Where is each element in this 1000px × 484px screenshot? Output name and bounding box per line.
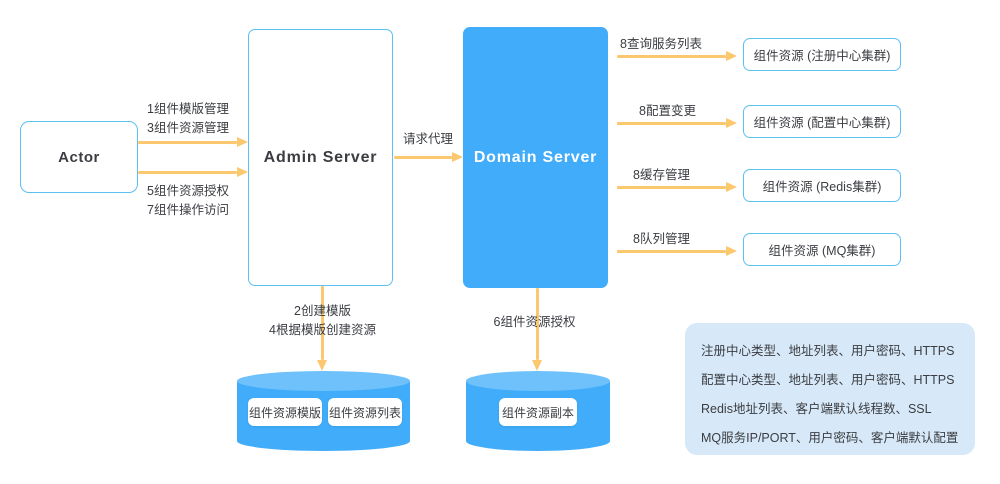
resource-box-config-cluster[interactable]: 组件资源 (配置中心集群)	[743, 105, 901, 138]
edge-label-admin-to-domain: 请求代理	[402, 132, 453, 146]
arrow-admin-to-database	[317, 286, 328, 371]
arrow-shaft	[320, 286, 324, 360]
info-line-mq: MQ服务IP/PORT、用户密码、客户端默认配置	[701, 431, 959, 445]
edge-label-admin-to-database: 2创建模版 4根据模版创建资源	[240, 302, 405, 340]
edge-label-query-service-list: 8查询服务列表	[620, 37, 702, 51]
edge-label-actor-admin-bottom: 5组件资源授权 7组件操作访问	[132, 182, 244, 220]
node-admin-server-label: Admin Server	[263, 148, 378, 166]
edge-label-line-1: 1组件模版管理	[147, 102, 229, 116]
resource-box-mq-cluster[interactable]: 组件资源 (MQ集群)	[743, 233, 901, 266]
resource-box-label: 组件资源 (Redis集群)	[762, 180, 882, 194]
arrow-head	[237, 137, 248, 147]
arrow-head	[726, 182, 737, 192]
resource-box-label: 组件资源 (注册中心集群)	[753, 49, 891, 63]
arrow-head	[317, 360, 327, 371]
cylinder-top	[237, 371, 410, 391]
arrow-shaft	[617, 185, 726, 189]
node-domain-server-label: Domain Server	[473, 148, 598, 166]
info-line-registry: 注册中心类型、地址列表、用户密码、HTTPS	[701, 344, 955, 358]
resource-box-registry-cluster[interactable]: 组件资源 (注册中心集群)	[743, 38, 901, 71]
info-line-config: 配置中心类型、地址列表、用户密码、HTTPS	[701, 373, 955, 387]
resource-box-label: 组件资源 (MQ集群)	[768, 244, 876, 258]
arrow-to-redis-resource	[617, 182, 737, 192]
db-chip-label: 组件资源列表	[328, 405, 401, 420]
node-actor-label: Actor	[58, 148, 100, 166]
database-domain-resource-replica[interactable]: 组件资源副本	[466, 371, 610, 451]
arrow-head	[726, 118, 737, 128]
db-chip-resource-list[interactable]: 组件资源列表	[328, 398, 402, 426]
edge-label-cache-management: 8缓存管理	[633, 168, 690, 182]
arrow-shaft	[535, 288, 539, 360]
node-actor[interactable]: Actor	[20, 121, 138, 193]
edge-label-line-3: 3组件资源管理	[147, 121, 229, 135]
arrow-actor-to-admin-bottom	[138, 167, 248, 177]
db-chip-resource-replica[interactable]: 组件资源副本	[499, 398, 577, 426]
database-admin-resources[interactable]: 组件资源模版 组件资源列表	[237, 371, 410, 451]
arrow-head	[452, 152, 463, 162]
arrow-to-registry-resource	[617, 51, 737, 61]
edge-label-actor-admin-top: 1组件模版管理 3组件资源管理	[132, 100, 244, 138]
arrow-shaft	[617, 54, 726, 58]
edge-label-line-5: 5组件资源授权	[147, 184, 229, 198]
arrow-shaft	[617, 249, 726, 253]
arrow-domain-to-database	[532, 288, 543, 371]
arrow-shaft	[138, 140, 237, 144]
db-chip-label: 组件资源副本	[501, 405, 574, 420]
arrow-admin-to-domain	[394, 152, 463, 162]
arrow-shaft	[617, 121, 726, 125]
edge-label-line-4: 4根据模版创建资源	[269, 323, 376, 337]
edge-label-line-2: 2创建模版	[294, 304, 351, 318]
cylinder-bottom	[466, 431, 610, 451]
arrow-to-config-resource	[617, 118, 737, 128]
db-chip-resource-template[interactable]: 组件资源模版	[248, 398, 322, 426]
node-admin-server[interactable]: Admin Server	[248, 29, 393, 286]
info-panel: 注册中心类型、地址列表、用户密码、HTTPS 配置中心类型、地址列表、用户密码、…	[685, 323, 975, 455]
resource-box-label: 组件资源 (配置中心集群)	[753, 116, 891, 130]
arrow-shaft	[394, 155, 452, 159]
resource-box-redis-cluster[interactable]: 组件资源 (Redis集群)	[743, 169, 901, 202]
cylinder-top	[466, 371, 610, 391]
arrow-head	[726, 246, 737, 256]
node-domain-server[interactable]: Domain Server	[463, 27, 608, 288]
db-chip-label: 组件资源模版	[248, 405, 321, 420]
edge-label-line-7: 7组件操作访问	[147, 203, 229, 217]
cylinder-bottom	[237, 431, 410, 451]
edge-label-config-change: 8配置变更	[639, 104, 696, 118]
arrow-head	[237, 167, 248, 177]
arrow-head	[532, 360, 542, 371]
arrow-to-mq-resource	[617, 246, 737, 256]
arrow-head	[726, 51, 737, 61]
arrow-actor-to-admin-top	[138, 137, 248, 147]
info-line-redis: Redis地址列表、客户端默认线程数、SSL	[701, 402, 932, 416]
arrow-shaft	[138, 170, 237, 174]
edge-label-queue-management: 8队列管理	[633, 232, 690, 246]
edge-label-domain-to-database: 6组件资源授权	[493, 315, 576, 329]
